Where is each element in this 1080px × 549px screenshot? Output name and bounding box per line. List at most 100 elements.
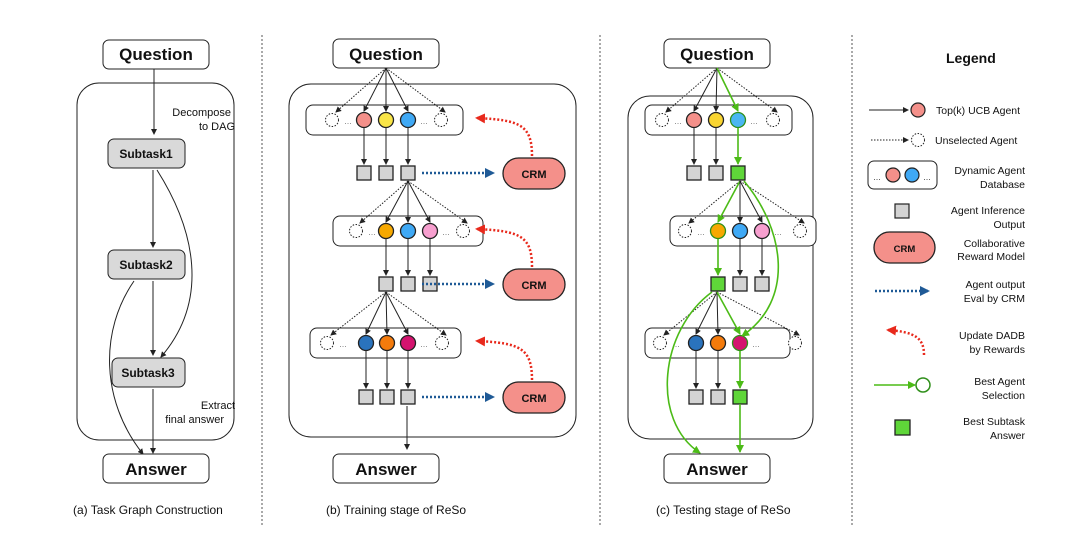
question-label: Question: [680, 45, 754, 64]
crm-label: CRM: [521, 169, 546, 181]
selected-edge: [363, 67, 387, 112]
task-graph-container: [76, 82, 235, 441]
agent-node: [378, 334, 396, 352]
agent-node: [729, 111, 747, 129]
legend-label: Database: [980, 179, 1025, 191]
best-skip-edge: [741, 180, 780, 337]
ellipsis: …: [774, 228, 782, 237]
unselected-edge: [407, 180, 468, 224]
legend-label: Collaborative: [964, 238, 1025, 250]
best-agent-icon: [874, 377, 931, 393]
unselected-agent-icon: [678, 224, 692, 238]
inference-output-square: [400, 165, 416, 181]
best-skip-edge: [666, 291, 713, 454]
inference-output-square: [688, 389, 704, 405]
panel-training-stage: Question Answer (b) Training stage of Re…: [288, 38, 577, 517]
legend-label: Output: [993, 219, 1025, 231]
legend-label: Agent output: [965, 279, 1025, 291]
inference-output-square: [708, 165, 724, 181]
agent-node: [731, 222, 749, 240]
agent-database-icon: … …: [867, 160, 938, 190]
unselected-agent-icon: [349, 224, 363, 238]
legend-label: Reward Model: [957, 251, 1025, 263]
legend-label: Dynamic Agent: [954, 165, 1025, 177]
answer-label: Answer: [686, 460, 748, 479]
agent-node: [753, 222, 771, 240]
inference-output-icon: [894, 203, 910, 219]
crm-label: CRM: [521, 280, 546, 292]
answer-label: Answer: [355, 460, 417, 479]
agent-node: [709, 222, 727, 240]
edge-s2-answer: [109, 280, 144, 455]
selected-edge: [695, 291, 718, 335]
subtask3-label: Subtask3: [121, 366, 175, 380]
legend-label: Selection: [982, 390, 1025, 402]
answer-label: Answer: [125, 460, 187, 479]
inference-output-square: [356, 165, 372, 181]
ellipsis: …: [420, 117, 428, 126]
panel-testing-stage: Question Answer (c) Testing stage of ReS…: [627, 38, 817, 517]
agent-node: [357, 334, 375, 352]
crm-node: [502, 157, 566, 190]
edge-s1-s3: [156, 169, 193, 358]
legend-label: Update DADB: [959, 330, 1025, 342]
question-label: Question: [119, 45, 193, 64]
question-label: Question: [349, 45, 423, 64]
inference-output-square: [686, 165, 702, 181]
subtask1-node: [107, 138, 186, 169]
ellipsis: …: [752, 340, 760, 349]
selected-edge: [714, 291, 721, 335]
inference-output-square: [379, 389, 395, 405]
inference-output-square: [378, 276, 394, 292]
legend: Legend Top(k) UCB Agent Unselected Agent…: [867, 50, 1026, 442]
ellipsis: …: [339, 340, 347, 349]
selected-edge: [739, 180, 763, 223]
unselected-agent-icon: [434, 113, 448, 127]
update-arrow: [475, 113, 534, 157]
unselected-edge: [385, 67, 446, 113]
ellipsis: …: [672, 340, 680, 349]
caption-b: (b) Training stage of ReSo: [326, 503, 466, 517]
ellipsis: …: [442, 228, 450, 237]
answer-node: [332, 453, 440, 484]
agent-node: [355, 111, 373, 129]
unselected-edge: [335, 67, 387, 113]
inference-output-square: [358, 389, 374, 405]
ellipsis: …: [420, 340, 428, 349]
unselected-edge: [330, 291, 387, 336]
inference-output-square: [400, 276, 416, 292]
subtask3-node: [111, 357, 186, 388]
unselected-agent-icon: [655, 113, 669, 127]
best-agent-edge: [716, 67, 739, 112]
unselected-agent-icon: [435, 336, 449, 350]
legend-label: Unselected Agent: [935, 135, 1017, 147]
subtask1-label: Subtask1: [119, 147, 173, 161]
legend-label: Agent Inference: [951, 205, 1025, 217]
legend-title: Legend: [946, 50, 996, 66]
training-container: [288, 83, 577, 438]
unselected-agent-icon: [653, 336, 667, 350]
selected-edge: [693, 67, 718, 112]
unselected-agent-icon: [320, 336, 334, 350]
best-answer-icon: [894, 419, 911, 436]
agent-node: [399, 222, 417, 240]
ellipsis: …: [344, 117, 352, 126]
best-agent-edge: [717, 180, 741, 223]
ellipsis: …: [750, 117, 758, 126]
ellipsis: …: [368, 228, 376, 237]
unselected-agent-icon: [788, 336, 802, 350]
unselected-agent-icon: [456, 224, 470, 238]
legend-label: Best Subtask: [963, 416, 1026, 428]
selected-edge: [383, 291, 390, 335]
extract-label-1: Extract: [201, 400, 235, 412]
legend-label: Top(k) UCB Agent: [936, 105, 1020, 117]
agent-node: [685, 111, 703, 129]
crm-node: [502, 381, 566, 414]
best-answer-square: [730, 165, 746, 181]
inference-output-square: [400, 389, 416, 405]
caption-a: (a) Task Graph Construction: [73, 503, 223, 517]
update-arrow-icon: [886, 325, 926, 356]
subtask2-node: [107, 249, 186, 280]
selected-edge: [385, 180, 409, 223]
